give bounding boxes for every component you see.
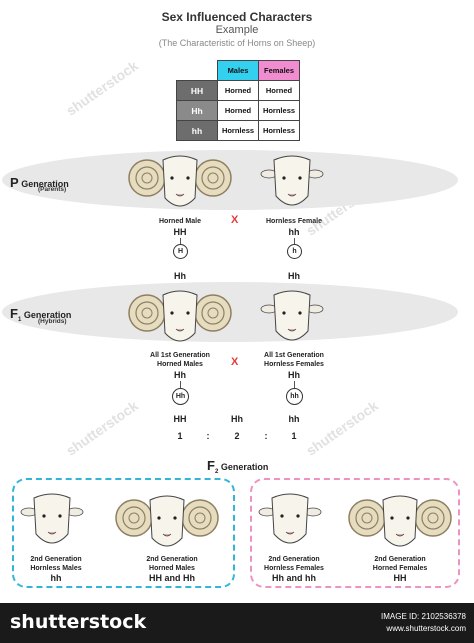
brand-logo: shutterstock <box>10 611 147 633</box>
page-title: Sex Influenced Characters <box>161 10 313 24</box>
ratio-genotype: hh <box>288 414 300 424</box>
genotype-table: Males Females HH Horned Horned Hh Horned… <box>176 60 300 141</box>
f1-female-gamete: hh <box>286 388 303 405</box>
horned-ewe-icon <box>348 495 452 547</box>
cross-symbol: X <box>231 214 239 226</box>
females-header: Females <box>258 60 300 81</box>
p-offspring-genotype: Hh <box>288 271 300 281</box>
table-row: HH Horned Horned <box>176 80 300 101</box>
watermark: shutterstock <box>63 57 142 119</box>
hornless-ewe-icon <box>260 290 324 341</box>
horned-ram-icon <box>128 155 232 207</box>
footer-bar: shutterstock IMAGE ID: 2102536378 www.sh… <box>0 603 474 643</box>
f1-male-gamete: Hh <box>172 388 189 405</box>
p-female-label: Hornless Female <box>265 218 323 225</box>
ratio-genotype: Hh <box>231 414 243 424</box>
males-cell: Hornless <box>217 120 259 141</box>
f2-item-genotype: HH and Hh <box>149 573 195 583</box>
males-cell: Horned <box>217 100 259 121</box>
p-male-genotype: HH <box>173 227 187 237</box>
table-row: Hh Horned Hornless <box>176 100 300 121</box>
p-male-gamete: H <box>173 244 188 259</box>
ratio-value: 2 <box>234 431 240 441</box>
horned-ram-icon <box>115 495 219 547</box>
watermark: shutterstock <box>63 397 142 459</box>
connector-line <box>294 381 295 388</box>
p-female-genotype: hh <box>288 227 300 237</box>
females-cell: Horned <box>258 80 300 101</box>
hornless-ewe-icon <box>258 493 322 544</box>
females-cell: Hornless <box>258 100 300 121</box>
males-header: Males <box>217 60 259 81</box>
f1-generation-sublabel: (Hybrids) <box>38 318 67 325</box>
f2-females-box <box>250 478 460 588</box>
horned-ram-icon <box>128 290 232 342</box>
p-female-gamete: h <box>287 244 302 259</box>
connector-line <box>180 238 181 244</box>
p-male-label: Horned Male <box>158 218 201 225</box>
cross-symbol: X <box>231 356 239 368</box>
f2-males-box <box>12 478 235 588</box>
genotype-cell: Hh <box>176 100 218 121</box>
genotype-cell: hh <box>176 120 218 141</box>
p-generation-sublabel: (Parents) <box>38 186 67 193</box>
females-cell: Hornless <box>258 120 300 141</box>
watermark: shutterstock <box>303 397 382 459</box>
ratio-genotype: HH <box>173 414 187 424</box>
f1-female-genotype: Hh <box>288 370 300 380</box>
p-generation-label: P Generation <box>10 175 69 190</box>
page-subtitle: Example <box>215 24 259 36</box>
hornless-ewe-icon <box>260 155 324 206</box>
f1-male-genotype: Hh <box>174 370 186 380</box>
page-caption: (The Characteristic of Horns on Sheep) <box>158 38 316 48</box>
f2-item-genotype: HH <box>393 573 407 583</box>
ratio-value: 1 <box>291 431 297 441</box>
males-cell: Horned <box>217 80 259 101</box>
connector-line <box>294 238 295 244</box>
ratio-value: 1 <box>177 431 183 441</box>
image-id: IMAGE ID: 2102536378 www.shutterstock.co… <box>381 612 466 633</box>
table-row: hh Hornless Hornless <box>176 120 300 141</box>
connector-line <box>180 381 181 388</box>
f2-item-genotype: Hh and hh <box>272 573 316 583</box>
p-offspring-genotype: Hh <box>174 271 186 281</box>
f2-item-genotype: hh <box>50 573 62 583</box>
ratio-separator: : <box>206 431 210 441</box>
f1-generation-label: F1 Generation <box>10 306 72 323</box>
f2-generation-label: F2 Generation <box>207 458 269 475</box>
hornless-ram-icon <box>20 493 84 544</box>
ratio-separator: : <box>264 431 268 441</box>
genotype-cell: HH <box>176 80 218 101</box>
